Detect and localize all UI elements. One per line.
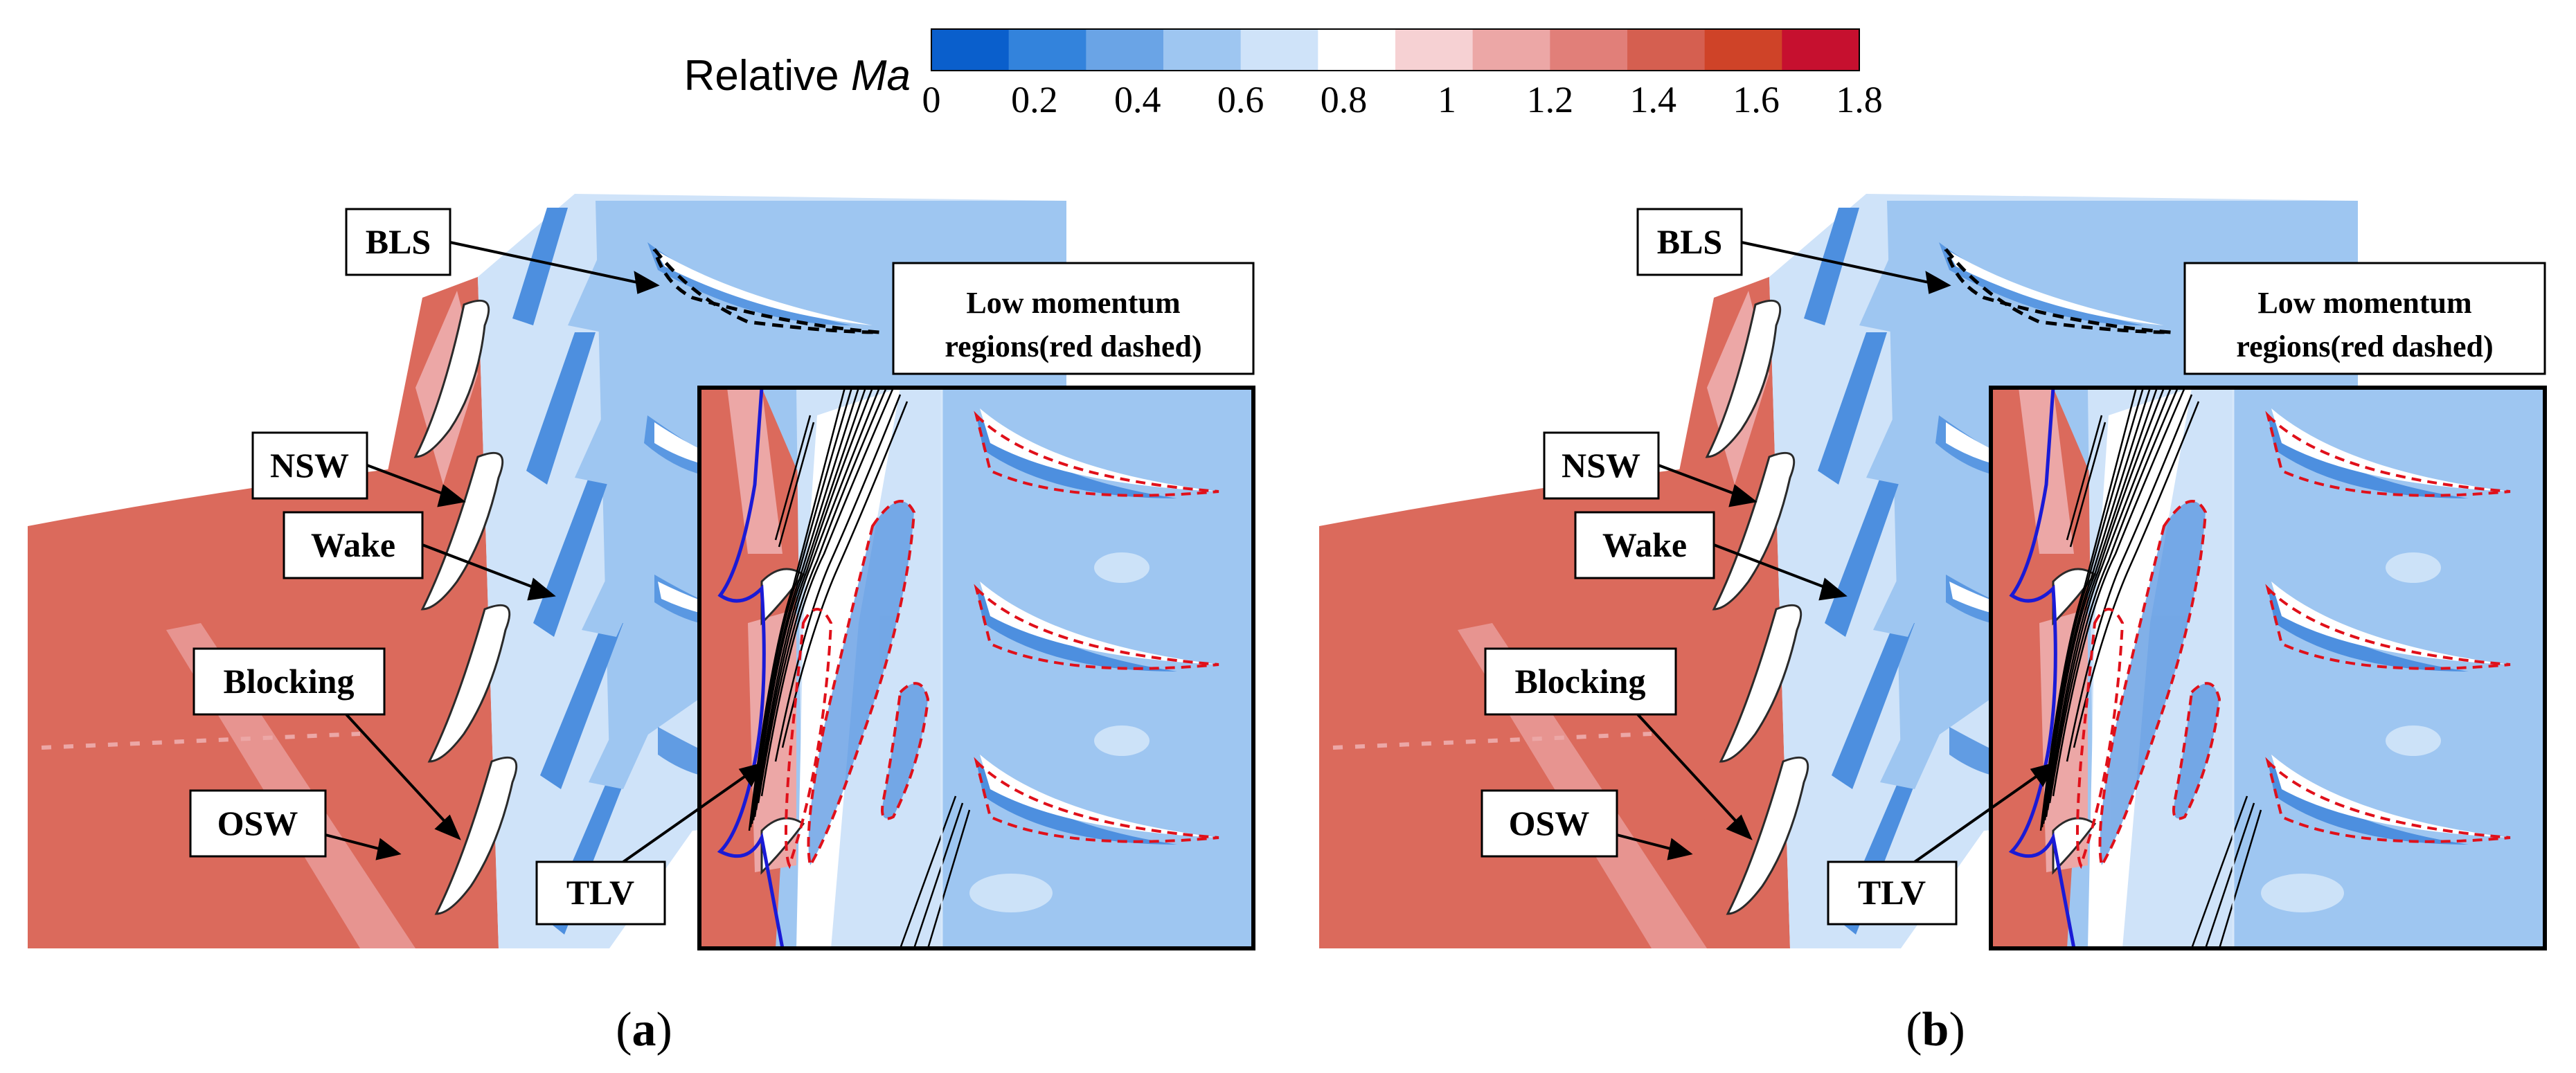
colorbar-tick-label: 1.4	[1629, 79, 1676, 120]
label-bls: BLS	[366, 222, 431, 261]
label-wake: Wake	[311, 525, 395, 564]
label-tlv: TLV	[1858, 873, 1926, 912]
colorbar-swatch	[1704, 29, 1782, 71]
colorbar-swatch	[1318, 29, 1396, 71]
colorbar-tick-label: 1.8	[1836, 79, 1883, 120]
colorbar-swatches	[931, 29, 1860, 71]
label-osw: OSW	[1509, 804, 1590, 842]
label-bls: BLS	[1657, 222, 1723, 261]
panel-a: BLS Low momentum regions(red dashed) NSW…	[28, 194, 1253, 1056]
colorbar-frame	[931, 28, 1860, 71]
colorbar-tick-label: 1.2	[1527, 79, 1574, 120]
colorbar-swatch	[1550, 29, 1628, 71]
label-low-momentum-line2: regions(red dashed)	[2236, 330, 2493, 363]
label-blocking: Blocking	[224, 662, 355, 701]
label-tlv: TLV	[566, 873, 634, 912]
panel-b: BLS Low momentum regions(red dashed) NSW…	[1319, 194, 2545, 1056]
colorbar: Relative Ma 0 0.2 0.4 0.6 0.8 1 1.2 1.4 1.6 1.8	[684, 28, 1883, 120]
panel-b-letter: b	[1922, 1003, 1949, 1056]
colorbar-title-prefix: Relative	[684, 52, 851, 100]
colorbar-swatch	[1782, 29, 1860, 71]
panel-b-caption: (b)	[1906, 1003, 1965, 1056]
colorbar-swatch	[1086, 29, 1164, 71]
colorbar-swatch	[1240, 29, 1318, 71]
colorbar-swatch	[1008, 29, 1086, 71]
colorbar-tick-label: 1.6	[1733, 79, 1780, 120]
label-blocking: Blocking	[1515, 662, 1646, 701]
colorbar-swatch	[1472, 29, 1550, 71]
label-osw: OSW	[217, 804, 298, 842]
colorbar-title: Relative Ma	[684, 52, 911, 100]
colorbar-ticks: 0 0.2 0.4 0.6 0.8 1 1.2 1.4 1.6 1.8	[922, 79, 1883, 120]
panel-a-letter: a	[632, 1003, 656, 1056]
label-low-momentum-line1: Low momentum	[2257, 286, 2471, 320]
panel-a-caption: (a)	[616, 1003, 672, 1056]
colorbar-title-variable: Ma	[851, 52, 911, 100]
colorbar-swatch	[1163, 29, 1242, 71]
label-nsw: NSW	[270, 446, 349, 485]
colorbar-tick-label: 1	[1438, 79, 1456, 120]
colorbar-swatch	[1395, 29, 1474, 71]
colorbar-tick-label: 0	[922, 79, 941, 120]
colorbar-tick-label: 0.8	[1321, 79, 1368, 120]
colorbar-swatch	[1627, 29, 1706, 71]
label-wake: Wake	[1602, 525, 1687, 564]
colorbar-tick-label: 0.4	[1114, 79, 1161, 120]
label-low-momentum-line2: regions(red dashed)	[945, 330, 1201, 363]
colorbar-tick-label: 0.6	[1217, 79, 1264, 120]
colorbar-swatch	[931, 29, 1010, 71]
colorbar-tick-label: 0.2	[1011, 79, 1058, 120]
label-low-momentum-line1: Low momentum	[966, 286, 1180, 320]
label-nsw: NSW	[1562, 446, 1640, 485]
